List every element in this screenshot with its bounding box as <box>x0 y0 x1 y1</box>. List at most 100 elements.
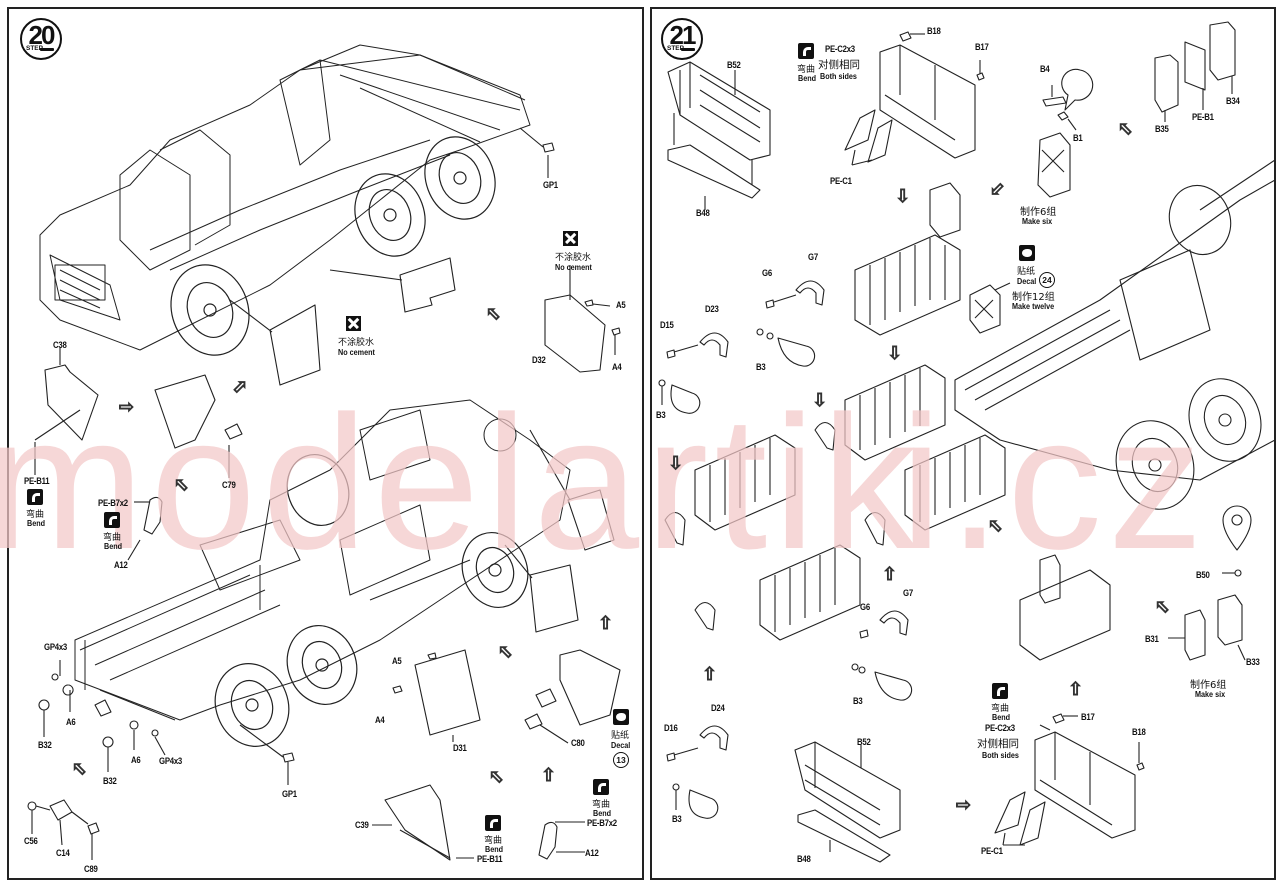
part-label: B18 <box>927 26 941 37</box>
bend-icon <box>798 43 814 59</box>
part-c79 <box>224 423 243 440</box>
bend-cn: 弯曲 <box>103 533 122 543</box>
part-label: PE-C2x3 <box>825 44 855 55</box>
make-six-en: Make six <box>1195 689 1226 699</box>
both-sides-en: Both sides <box>820 71 857 81</box>
part-label: D24 <box>711 703 725 714</box>
bend-icon <box>593 779 609 795</box>
vehicle-illustration-right <box>954 159 1276 510</box>
part-label: C39 <box>355 820 369 831</box>
wheels-bottom <box>214 454 529 747</box>
part-label: GP4x3 <box>159 756 183 767</box>
bend-cn: 弯曲 <box>484 836 503 846</box>
part-label: G7 <box>808 252 818 263</box>
decal-number: 13 <box>613 752 629 768</box>
decal-number: 24 <box>1039 272 1055 288</box>
part-label: PE-B1 <box>1192 112 1214 123</box>
no-cement-en: No cement <box>338 347 375 357</box>
decal-cn: 贴纸 <box>1017 267 1036 277</box>
no-cement-icon <box>563 231 578 246</box>
part-label: G6 <box>762 268 772 279</box>
part-label: A5 <box>616 300 626 311</box>
part-d31 <box>414 649 481 736</box>
part-label: B32 <box>38 740 52 751</box>
part-label: PE-C1 <box>830 176 852 187</box>
part-b35-pe-b1-b34 <box>1154 21 1236 122</box>
part-label: B48 <box>797 854 811 865</box>
part-label: A6 <box>131 755 141 766</box>
part-label: G6 <box>860 602 870 613</box>
bend-en: Bend <box>485 844 504 854</box>
bend-icon <box>485 815 501 831</box>
part-label: C56 <box>24 836 38 847</box>
part-tray-bottom <box>994 713 1145 846</box>
both-sides-cn: 对侧相同 <box>977 738 1019 750</box>
part-label: C80 <box>571 738 585 749</box>
assembly-c80 <box>559 649 621 726</box>
bend-en: Bend <box>104 541 123 551</box>
part-label: B17 <box>975 42 989 53</box>
part-b52-b48-top <box>667 61 771 210</box>
part-label: B32 <box>103 776 117 787</box>
part-jerry-can-b4-b1 <box>1037 68 1094 198</box>
bend-en: Bend <box>798 73 817 83</box>
direction-arrow-icon: ⇧ <box>881 564 898 584</box>
make-twelve-en: Make twelve <box>1012 301 1055 311</box>
bend-cn: 弯曲 <box>592 800 611 810</box>
make-six-cn: 制作6组 <box>1020 207 1057 218</box>
wheels-top <box>170 136 496 356</box>
step-number: 21 <box>669 20 697 50</box>
jerry-can <box>929 182 961 238</box>
part-label: GP4x3 <box>44 642 68 653</box>
direction-arrow-icon: ⇧ <box>952 797 973 813</box>
part-label: D23 <box>705 304 719 315</box>
step-word: STEP <box>26 45 43 52</box>
bend-icon <box>992 683 1008 699</box>
part-d32 <box>544 294 606 373</box>
part-label: B35 <box>1155 124 1169 135</box>
decal-icon <box>1019 245 1035 261</box>
direction-arrow-icon: ⇧ <box>701 664 718 684</box>
step-badge-21: 21 STEP <box>661 18 703 60</box>
decal-en: Decal <box>1017 276 1037 286</box>
make-six-en: Make six <box>1022 216 1053 226</box>
direction-arrow-icon: ⇧ <box>1067 679 1084 699</box>
part-label: D31 <box>453 743 467 754</box>
part-label: B3 <box>853 696 863 707</box>
part-label: B4 <box>1040 64 1050 75</box>
part-c39 <box>384 784 451 861</box>
part-label: B1 <box>1073 133 1083 144</box>
make-twelve-cn: 制作12组 <box>1012 292 1055 303</box>
both-sides-cn: 对侧相同 <box>818 59 860 71</box>
panel-part <box>399 257 456 313</box>
part-label: PE-B11 <box>477 854 503 865</box>
part-label: PE-C1 <box>981 846 1003 857</box>
part-label: D32 <box>532 355 546 366</box>
direction-arrow-icon: ⇧ <box>895 185 911 206</box>
step-badge-20: 20 STEP <box>20 18 62 60</box>
part-label: PE-B11 <box>24 476 50 487</box>
part-label: A4 <box>612 362 622 373</box>
direction-arrow-icon: ⇧ <box>597 613 614 633</box>
bend-en: Bend <box>593 808 612 818</box>
no-cement-cn: 不涂胶水 <box>338 338 375 348</box>
part-label: D15 <box>660 320 674 331</box>
handle-parts <box>658 280 1252 819</box>
decal-cn: 贴纸 <box>611 731 630 741</box>
assembly-c79 <box>154 374 216 449</box>
part-label: A6 <box>66 717 76 728</box>
part-label: GP1 <box>282 789 297 800</box>
part-label: A5 <box>392 656 402 667</box>
part-label: B18 <box>1132 727 1146 738</box>
part-label: B52 <box>727 60 741 71</box>
step-bar-icon <box>40 48 54 51</box>
part-label: C14 <box>56 848 70 859</box>
make-six-cn: 制作6组 <box>1190 680 1227 691</box>
part-label: G7 <box>903 588 913 599</box>
jerry-can-racks <box>694 234 1111 661</box>
no-cement-icon <box>346 316 361 331</box>
part-label: B52 <box>857 737 871 748</box>
direction-arrow-icon: ⇧ <box>887 342 903 363</box>
part-b52-b48-bottom <box>794 741 901 863</box>
